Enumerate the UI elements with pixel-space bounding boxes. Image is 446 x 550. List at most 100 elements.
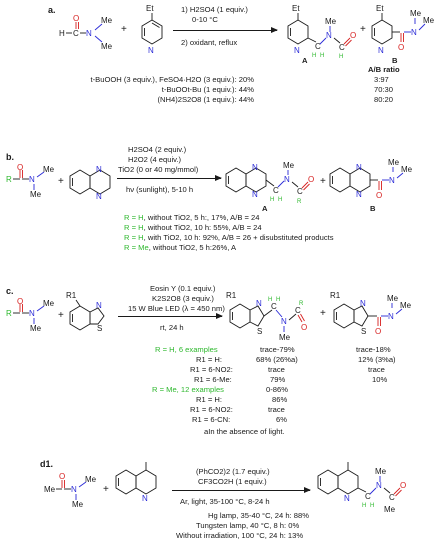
quinoxaline: N N [69,165,111,201]
c-yield-a: trace [268,405,285,414]
svg-text:Me: Me [43,165,55,174]
product-c-a-structure: R1 N S C H H N Me C R O [226,291,307,342]
svg-text:N: N [389,176,395,185]
svg-text:H: H [370,503,374,509]
svg-text:N: N [388,312,394,321]
product-b-label: B [392,56,398,65]
reaction-arrow-c [118,313,223,319]
d-result-row: Hg lamp, 35-40 °C, 24 h: 88% [208,511,309,520]
svg-text:Me: Me [101,42,113,51]
svg-text:O: O [376,191,382,200]
plus-sign: + [320,176,326,187]
svg-text:N: N [252,163,258,172]
svg-text:N: N [29,309,35,318]
svg-text:Me: Me [30,190,42,199]
svg-text:N: N [148,46,154,55]
formamide-reagent-c: R O N Me Me [6,297,55,333]
c-yield-b: trace-18% [356,345,391,354]
a-ratio-row: 80:20 [374,95,394,104]
svg-text:O: O [400,481,406,490]
c-row: R1 = 6-Me: [194,375,232,384]
svg-text:H: H [276,297,280,303]
svg-text:R1: R1 [330,291,341,300]
cond-c-3: 15 W Blue LED (λ = 450 nm) [128,304,225,313]
svg-text:H: H [312,53,316,59]
svg-text:N: N [284,175,290,184]
svg-text:N: N [326,31,332,40]
product-c-b-structure: R1 N S O N Me Me [330,291,412,336]
svg-text:N: N [356,190,362,199]
svg-text:C: C [339,43,345,52]
c-row: R1 = H: [196,355,222,364]
svg-text:N: N [256,299,262,308]
svg-text:O: O [308,175,314,184]
substituent-et: Et [146,4,154,13]
c-yield-a: 0-86% [266,385,288,394]
svg-text:N: N [281,317,287,326]
cond-d-2: CF3CO2H (1 equiv.) [198,477,267,486]
c-yield-b: trace [368,365,385,374]
svg-text:O: O [73,14,79,23]
cond-b-1: H2SO4 (2 equiv.) [128,145,187,154]
svg-text:H: H [278,197,282,203]
svg-text:Me: Me [388,158,400,167]
svg-text:N: N [252,190,258,199]
svg-text:N: N [360,299,366,308]
svg-text:O: O [59,472,65,481]
cond-d-1: (PhCO2)2 (1.7 equiv.) [196,467,270,476]
svg-text:O: O [17,297,23,306]
svg-text:H: H [339,54,343,60]
plus-sign: + [58,310,64,321]
svg-text:N: N [71,485,77,494]
svg-text:S: S [97,324,102,333]
c-yield-a: trace [268,365,285,374]
svg-text:R1: R1 [66,291,77,300]
product-b-b-label: B [370,204,376,213]
svg-text:C: C [73,29,79,38]
c-row: R1 = 6-NO2: [190,405,233,414]
section-c-label: c. [6,286,14,296]
c-yield-a: 79% [270,375,286,384]
svg-text:H: H [59,29,65,38]
section-a-label: a. [48,5,56,15]
product-b-a-structure: N N C H H N Me C R O [225,161,314,205]
svg-text:Me: Me [384,505,396,514]
svg-text:N: N [96,165,102,174]
c-yield-b: 12% (3%a) [358,355,396,364]
svg-text:O: O [375,327,381,336]
b-result-row: R = Me, without TiO2, 5 h:26%, A [124,243,237,252]
cond-b-2: H2O2 (4 equiv.) [128,155,182,164]
svg-text:Me: Me [30,324,42,333]
svg-text:Et: Et [292,4,300,13]
product-b-structure: Et N O N Me Me [371,4,435,55]
c-row: R1 = H: [196,395,222,404]
svg-text:O: O [17,163,23,172]
c-row: R = H, 6 examples [155,345,218,354]
svg-text:Me: Me [43,299,55,308]
svg-text:N: N [378,46,384,55]
section-b-label: b. [6,152,14,162]
cond-d-3: Ar, light, 35-100 °C, 8-24 h [180,497,270,506]
svg-text:H: H [270,197,274,203]
cond-c-2: K2S2O8 (3 equiv.) [152,294,214,303]
svg-text:Me: Me [101,16,113,25]
svg-text:R: R [6,309,12,318]
svg-text:Me: Me [387,294,399,303]
svg-text:N: N [376,481,382,490]
cond-c-1: Eosin Y (0.1 equiv.) [150,284,216,293]
c-footnote: aIn the absence of light. [204,427,285,436]
svg-text:H: H [320,53,324,59]
ratio-header: A/B ratio [368,65,400,74]
c-yield-b: 10% [372,375,388,384]
svg-text:N: N [356,163,362,172]
svg-text:R1: R1 [226,291,237,300]
benzothiazole: R1 N S [66,291,105,333]
d-result-row: Without irradiation, 100 °C, 24 h: 13% [176,531,304,540]
svg-text:C: C [315,42,321,51]
svg-text:H: H [362,503,366,509]
section-d-label: d1. [40,459,54,469]
c-yield-a: 6% [276,415,287,424]
reaction-arrow-d [172,487,311,493]
product-b-b-structure: N N O N Me Me [329,158,413,200]
svg-text:Me: Me [279,333,291,342]
